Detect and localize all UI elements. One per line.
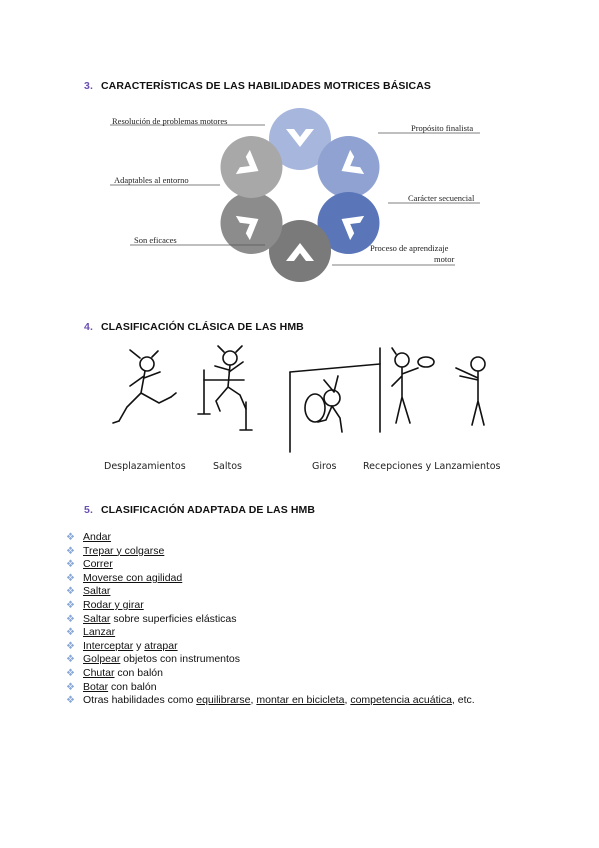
list-item: ❖Otras habilidades como equilibrarse, mo… [66,694,475,707]
list-item: ❖Saltar sobre superficies elásticas [66,612,237,625]
hurdle-bar [203,379,253,431]
runner-figure [112,349,177,424]
section-4-heading: 4. CLASIFICACIÓN CLÁSICA DE LAS HMB [84,321,304,333]
arrow-top-left-icon [220,136,283,198]
section-number: 4. [84,321,93,333]
section-title: CLASIFICACIÓN ADAPTADA DE LAS HMB [100,504,316,516]
label-resolucion: Resolución de problemas motores [112,116,228,126]
diamond-bullet-icon: ❖ [66,599,75,611]
label-proceso-line2: motor [434,254,455,264]
label-proceso: Proceso de aprendizaje [370,243,449,253]
section-number: 3. [84,80,93,92]
label-caracter: Carácter secuencial [408,193,475,203]
list-item: ❖Chutar con balón [66,666,163,679]
diamond-bullet-icon: ❖ [66,532,75,543]
hmb-list: ❖Andar ❖Trepar y colgarse ❖Correr ❖Mover… [66,531,475,708]
arrow-bottom-icon [269,220,331,282]
arrow-bottom-left-icon [220,192,283,254]
caption-giros: Giros [312,461,337,472]
list-item: ❖Correr [66,558,113,571]
diamond-bullet-icon: ❖ [66,586,75,598]
diamond-bullet-icon: ❖ [66,654,75,666]
diamond-bullet-icon: ❖ [66,681,75,693]
label-proposito: Propósito finalista [411,123,474,133]
hmb-illustration [112,345,486,453]
hurdle-post [197,369,211,415]
gymnast-figure [289,347,381,453]
list-item: ❖Interceptar y atrapar [66,639,178,652]
list-item: ❖Andar [66,531,112,543]
section-3-heading: 3. CARACTERÍSTICAS DE LAS HABILIDADES MOT… [84,80,431,92]
list-item: ❖Botar con balón [66,680,157,693]
diamond-bullet-icon: ❖ [66,545,75,557]
list-item: ❖Rodar y girar [66,598,144,611]
label-eficaces: Son eficaces [134,235,177,245]
section-5-heading: 5. CLASIFICACIÓN ADAPTADA DE LAS HMB [84,504,315,516]
caption-desplazamientos: Desplazamientos [104,461,186,472]
list-item: ❖Trepar y colgarse [66,544,165,557]
list-item: ❖Golpear objetos con instrumentos [66,653,241,666]
diamond-bullet-icon: ❖ [66,559,75,571]
label-adaptables: Adaptables al entorno [114,175,189,185]
section-title: CLASIFICACIÓN CLÁSICA DE LAS HMB [100,321,304,333]
list-item: ❖Saltar [66,585,111,598]
caption-recepciones: Recepciones y Lanzamientos [363,461,501,472]
diamond-bullet-icon: ❖ [66,627,75,639]
list-item: ❖Lanzar [66,626,116,639]
list-item: ❖Moverse con agilidad [66,571,183,584]
hmb-characteristics-diagram [110,108,480,282]
section-title: CARACTERÍSTICAS DE LAS HABILIDADES MOTRI… [100,80,431,92]
arrow-top-right-icon [317,136,380,198]
diamond-bullet-icon: ❖ [66,695,75,707]
diamond-bullet-icon: ❖ [66,667,75,679]
arrow-top-icon [269,108,331,170]
diamond-bullet-icon: ❖ [66,613,75,625]
diamond-bullet-icon: ❖ [66,572,75,584]
caption-saltos: Saltos [213,461,242,472]
throwers-figure [391,347,486,426]
arrow-bottom-right-icon [317,192,380,254]
jumper-figure [197,345,253,431]
section-number: 5. [84,504,93,516]
diamond-bullet-icon: ❖ [66,640,75,652]
